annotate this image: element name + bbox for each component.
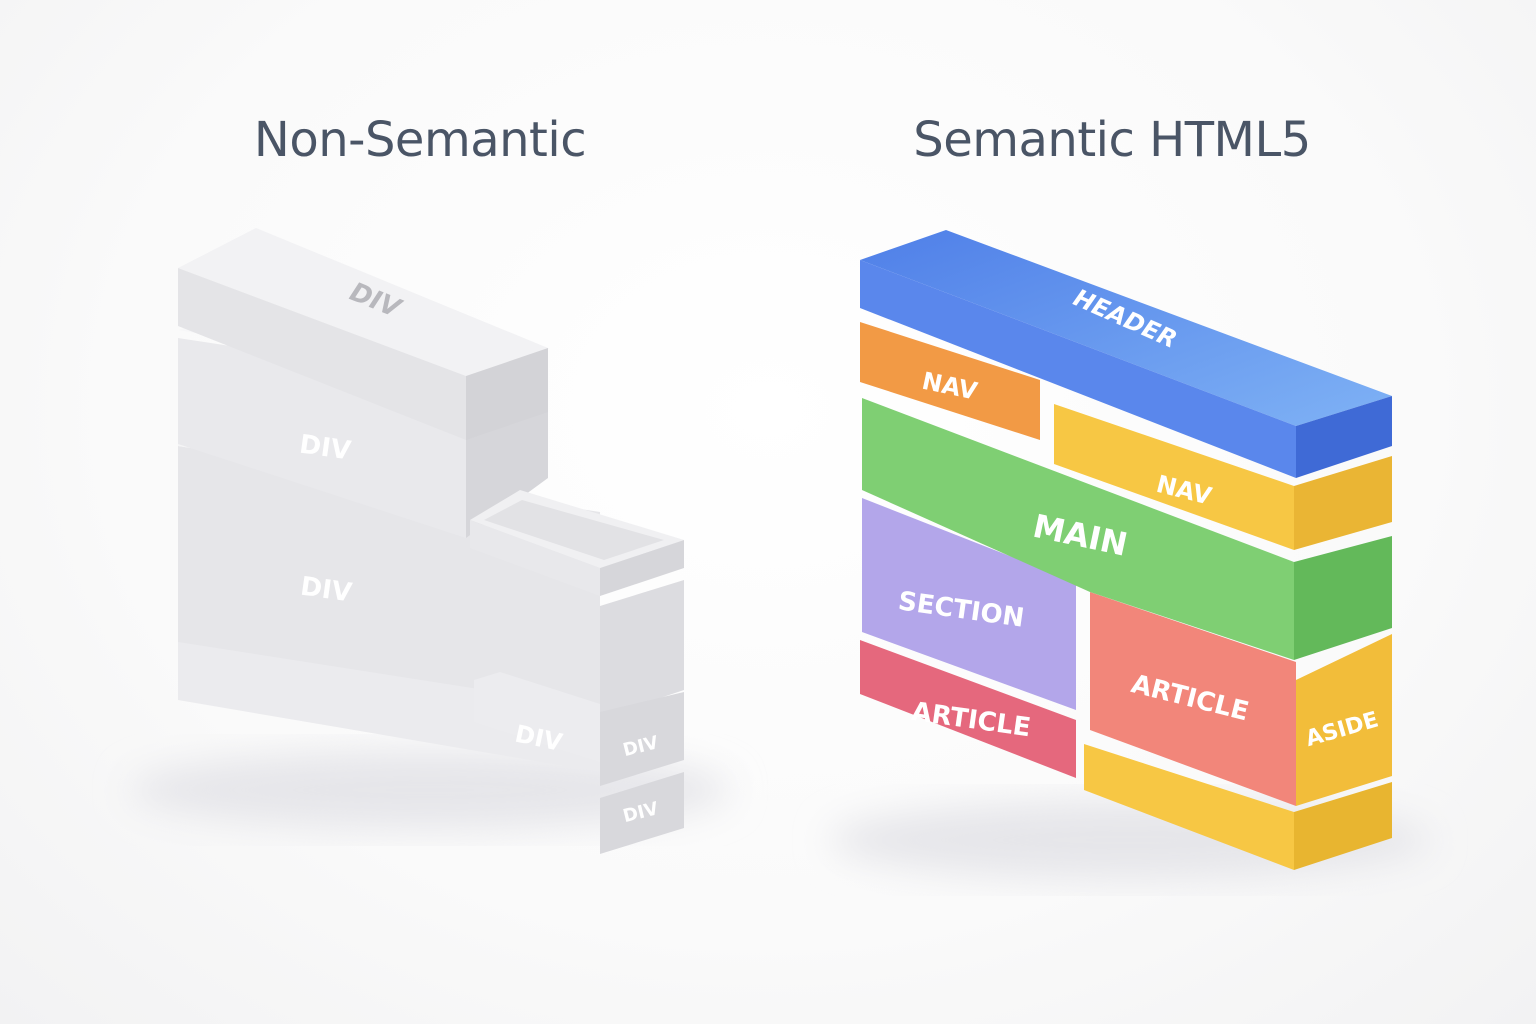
- semantic-stack: ASIDE ARTICLE ARTICLE SECTION MAIN NAV: [860, 230, 1392, 870]
- left-ground-shadow: [130, 750, 730, 830]
- section-block: SECTION: [862, 498, 1076, 710]
- div-small-cube-2: DIV: [600, 772, 684, 854]
- div-label-2: DIV: [298, 430, 353, 467]
- div-open-tray: [470, 490, 684, 596]
- div-right-column: [600, 580, 684, 718]
- aside-base-block: [1084, 744, 1392, 870]
- non-semantic-stack: DIV DIV DIV DIV: [178, 228, 684, 854]
- div-label-3: DIV: [299, 572, 354, 609]
- article-block-small: ARTICLE: [860, 640, 1076, 778]
- main-block: MAIN: [862, 398, 1392, 660]
- article-block-large: ARTICLE: [1090, 592, 1296, 806]
- header-block: HEADER: [860, 230, 1392, 478]
- aside-block: ASIDE: [1296, 634, 1392, 806]
- div-small-cube-1: DIV: [600, 692, 684, 786]
- semantic-html5-title: Semantic HTML5: [913, 112, 1311, 168]
- div-block-top: DIV: [178, 228, 548, 440]
- non-semantic-title: Non-Semantic: [253, 112, 587, 168]
- div-block-inner: DIV: [474, 672, 600, 762]
- nav-block-yellow: NAV: [1054, 404, 1392, 550]
- nav-block-orange: NAV: [860, 322, 1040, 440]
